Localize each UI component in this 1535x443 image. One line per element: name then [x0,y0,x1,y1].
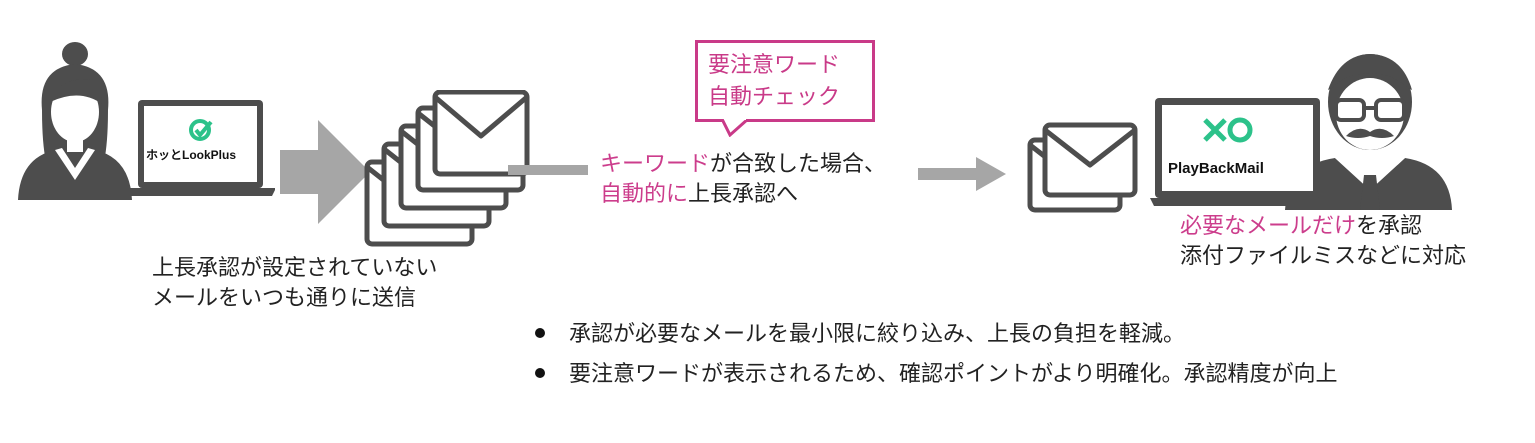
bullet-text: 承認が必要なメールを最小限に絞り込み、上長の負担を軽減。 [569,322,1186,347]
approver-caption: 必要なメールだけを承認 添付ファイルミスなどに対応 [1180,212,1466,272]
sender-logo-text: ホッとLookPlus [146,148,237,162]
middle-text: キーワードが合致した場合、 自動的に上長承認へ [600,150,886,210]
middle-line2: 自動的に上長承認へ [600,180,886,210]
big-arrow-icon [280,120,370,224]
sender-caption: 上長承認が設定されていない メールをいつも通りに送信 [152,254,437,314]
connector-line [508,165,588,175]
callout-box [695,40,875,122]
middle-line1-rest: が合致した場合、 [710,152,887,177]
middle-line1-highlight: キーワード [600,152,711,177]
bullet-text: 要注意ワードが表示されるため、確認ポイントがより明確化。承認精度が向上 [569,362,1338,387]
sender-caption-line2: メールをいつも通りに送信 [152,286,417,311]
approver-caption-line1: 必要なメールだけを承認 [1180,212,1466,242]
bullet-list: 承認が必要なメールを最小限に絞り込み、上長の負担を軽減。 要注意ワードが表示され… [535,315,1337,395]
middle-line2-rest: 上長承認へ [688,182,799,207]
envelope-pair-icon [1027,122,1138,213]
bullet-item: 要注意ワードが表示されるため、確認ポイントがより明確化。承認精度が向上 [535,355,1337,395]
approver-logo-text: PlayBackMail [1168,160,1264,177]
sender-icon [18,42,275,200]
callout-line1: 要注意ワード [708,53,841,78]
bullet-dot-icon [535,368,545,378]
bullet-dot-icon [535,328,545,338]
middle-line1: キーワードが合致した場合、 [600,150,886,180]
callout-tail [722,119,749,137]
approver-icon [1150,54,1452,210]
callout-line2: 自動チェック [708,85,841,110]
sender-caption-line1: 上長承認が設定されていない [152,256,438,281]
approver-caption-highlight: 必要なメールだけ [1180,214,1357,239]
envelope-stack-icon [364,90,530,247]
small-arrow-icon [918,157,1006,191]
callout-text: 要注意ワード 自動チェック [708,50,840,114]
approver-caption-line2: 添付ファイルミスなどに対応 [1180,244,1467,269]
approver-caption-rest: を承認 [1356,214,1423,239]
middle-line2-highlight: 自動的に [600,182,689,207]
bullet-item: 承認が必要なメールを最小限に絞り込み、上長の負担を軽減。 [535,315,1337,355]
